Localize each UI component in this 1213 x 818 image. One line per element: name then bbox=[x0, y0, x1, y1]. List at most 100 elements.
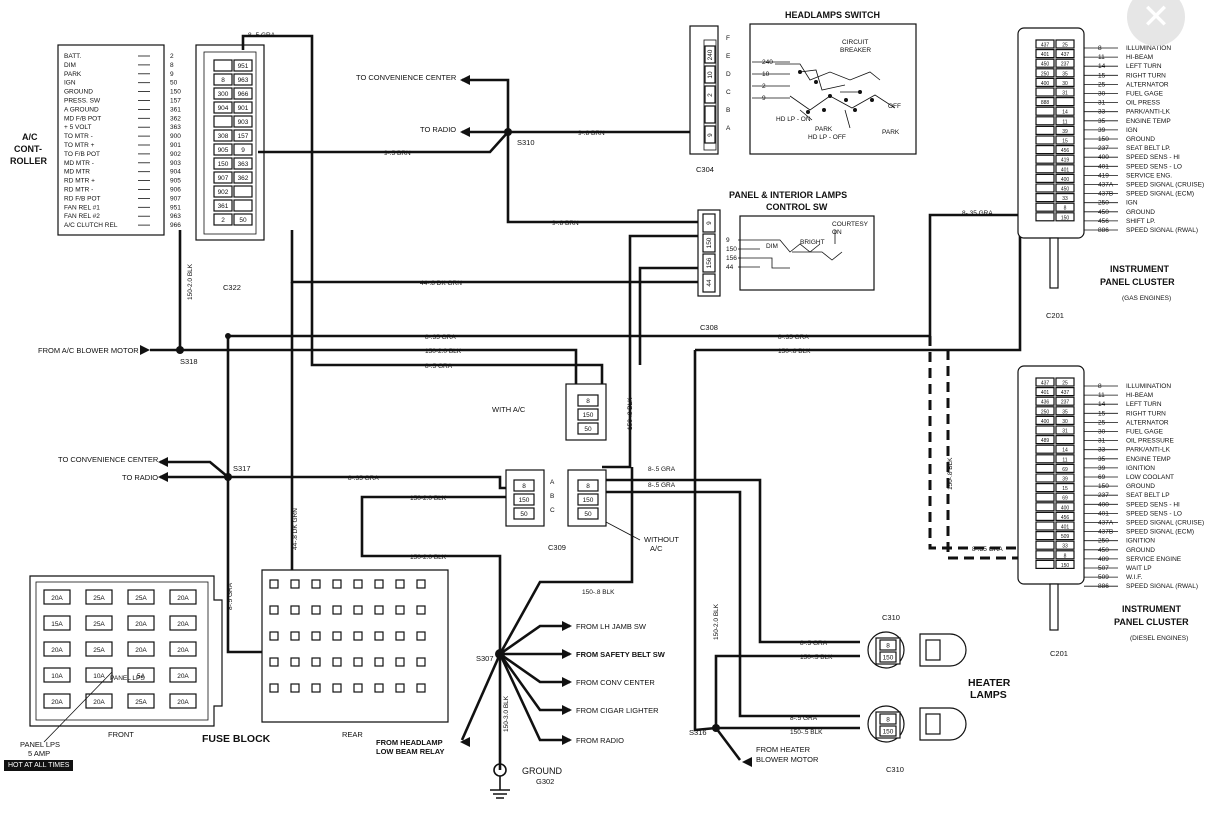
cluster-pin-name: SPEED SIGNAL (RWAL) bbox=[1126, 583, 1198, 590]
cluster-cell bbox=[1055, 387, 1075, 397]
wire-label-5: 44-.8 DK GRN bbox=[420, 280, 462, 287]
cluster-cell-label: 11 bbox=[1062, 119, 1067, 125]
c322-cell-label: 50 bbox=[239, 217, 247, 224]
cluster-pin-name: PARK/ANTI-LK bbox=[1126, 447, 1171, 454]
fuse-slot bbox=[169, 615, 197, 631]
label-c310-b: C310 bbox=[886, 765, 904, 774]
wire-150-8-blk-diesel bbox=[946, 350, 1030, 560]
ac-pin-name: BATT. bbox=[64, 53, 81, 60]
arrow-to-conv-2 bbox=[158, 457, 168, 467]
cluster-diesel-title-2: PANEL CLUSTER bbox=[1114, 617, 1189, 627]
rear-terminal bbox=[269, 579, 279, 589]
cluster-cell bbox=[1055, 106, 1075, 116]
ac-pin-number: 966 bbox=[170, 222, 181, 229]
c322-cell bbox=[233, 73, 253, 86]
panel-sw-pin-number: 9 bbox=[726, 237, 730, 244]
c304-cell bbox=[704, 125, 716, 144]
fuse-rating: 10A bbox=[51, 673, 63, 680]
wire-s316-blower bbox=[714, 727, 742, 761]
cluster-cell bbox=[1035, 559, 1055, 570]
splice-s316 bbox=[712, 724, 720, 732]
headlamp-switch-title: HEADLAMPS SWITCH bbox=[785, 10, 880, 20]
cluster-pin-number: 30 bbox=[1098, 91, 1106, 98]
wire-9-brn-c322 bbox=[258, 131, 509, 154]
panel-sw-box bbox=[739, 215, 875, 291]
cluster-pin-number: 15 bbox=[1098, 72, 1106, 79]
cluster-cell bbox=[1035, 135, 1055, 145]
label-s307: S307 bbox=[476, 654, 494, 663]
cluster-cell bbox=[1035, 154, 1055, 164]
c322-cell bbox=[213, 157, 233, 170]
rear-terminal bbox=[269, 683, 279, 693]
c309-cell-label: 50 bbox=[520, 511, 528, 518]
wire-8-35-gra-gas bbox=[228, 213, 1028, 338]
fuse-rating: 20A bbox=[135, 647, 147, 654]
cluster-cell-label: 15 bbox=[1062, 139, 1068, 145]
label-from-heater-1: FROM HEATER bbox=[756, 745, 811, 754]
cluster-pin-name: GROUND bbox=[1126, 136, 1155, 143]
label-s318: S318 bbox=[180, 357, 198, 366]
cluster-cell bbox=[1035, 540, 1055, 550]
rear-terminal bbox=[374, 683, 384, 693]
panel-sw-bright: BRIGHT bbox=[800, 239, 825, 246]
rear-terminal bbox=[353, 579, 363, 589]
rear-terminal bbox=[332, 683, 342, 693]
c309-cell-label: 150 bbox=[583, 497, 594, 504]
cluster-pin-number: 150 bbox=[1098, 136, 1109, 143]
label-panel-lps-amp: 5 AMP bbox=[28, 749, 50, 758]
wire-label-15: 8-.5 GRA bbox=[648, 466, 676, 473]
c322-cell bbox=[233, 199, 253, 212]
fuse-rating: 20A bbox=[135, 621, 147, 628]
c322-cell-label: 2 bbox=[221, 217, 225, 224]
c322-cell bbox=[233, 59, 253, 72]
ac-pin-number: 951 bbox=[170, 204, 181, 211]
ac-controller-title-3: ROLLER bbox=[10, 156, 47, 166]
cluster-pin-number: 150 bbox=[1098, 483, 1109, 490]
cluster-cell bbox=[1035, 435, 1055, 445]
cluster-pin-number: 14 bbox=[1098, 63, 1106, 70]
cluster-cell-label: 400 bbox=[1061, 177, 1070, 183]
c322-cell bbox=[213, 101, 233, 114]
arrow-lh-jamb bbox=[562, 621, 572, 631]
cluster-pin-name: IGNITION bbox=[1126, 465, 1155, 472]
c309-letter: A bbox=[550, 479, 555, 486]
cluster-pin-name: LEFT TURN bbox=[1126, 401, 1162, 408]
cluster-cell bbox=[1055, 492, 1075, 502]
c309-cell-label: 50 bbox=[584, 511, 592, 518]
cluster-pin-number: 886 bbox=[1098, 583, 1109, 590]
ac-pin-number: 157 bbox=[170, 98, 181, 105]
cluster-pin-number: 25 bbox=[1098, 419, 1106, 426]
c309-cell bbox=[513, 493, 535, 506]
cluster-cell bbox=[1055, 444, 1075, 454]
cluster-cell bbox=[1055, 463, 1075, 473]
fuse-rear-cells bbox=[269, 579, 426, 693]
cluster-pin-name: LOW COOLANT bbox=[1126, 474, 1174, 481]
hs-park: PARK bbox=[815, 126, 833, 133]
splice-s310 bbox=[504, 128, 512, 136]
cluster-cell bbox=[1035, 77, 1055, 88]
cluster-cell-label: 237 bbox=[1061, 62, 1070, 68]
c322-cell bbox=[213, 199, 233, 212]
cluster-pin-name: ENGINE TEMP bbox=[1126, 456, 1171, 463]
wire-label-21: 150-.5 BLK bbox=[790, 729, 823, 736]
label-to-radio: TO RADIO bbox=[420, 125, 456, 134]
c309-cell bbox=[577, 479, 599, 492]
fuse-front-inner bbox=[35, 581, 209, 721]
cluster-cell-label: 14 bbox=[1062, 110, 1068, 116]
cluster-cell bbox=[1035, 106, 1055, 116]
cluster-cell bbox=[1035, 193, 1055, 203]
rear-terminal bbox=[353, 605, 363, 615]
cluster-cell-label: 39 bbox=[1062, 477, 1068, 483]
c309-cell-label: 8 bbox=[586, 398, 590, 405]
cluster-cell-label: 401 bbox=[1061, 167, 1070, 173]
hs-pin-number: 9 bbox=[762, 95, 766, 102]
wire-s307-cigar bbox=[498, 653, 570, 712]
cluster-cell bbox=[1035, 473, 1055, 483]
c322-cell-label: 902 bbox=[218, 189, 229, 196]
c322-cell-label: 300 bbox=[218, 91, 229, 98]
close-button[interactable]: ✕ bbox=[1127, 0, 1185, 46]
